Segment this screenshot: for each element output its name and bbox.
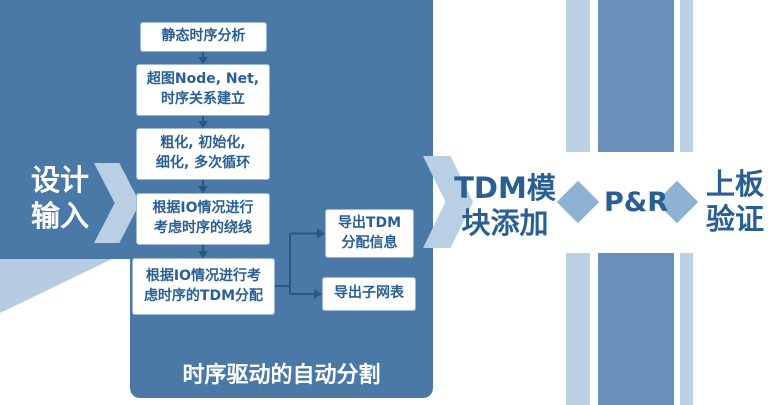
branch-connector xyxy=(275,228,325,299)
flow-step: 超图Node, Net, 时序关系建立 xyxy=(136,64,270,116)
stage-band xyxy=(566,0,590,152)
stage-tdm-label: TDM模 块添加 xyxy=(454,171,556,240)
stage-band xyxy=(566,253,590,405)
stage-band xyxy=(598,0,674,152)
flow-step: 根据IO情况进行 考虑时序的绕线 xyxy=(136,193,270,245)
down-arrow-icon xyxy=(202,180,204,187)
output-box: 导出TDM 分配信息 xyxy=(325,209,414,258)
stage-pnr-label: P&R xyxy=(603,187,669,218)
down-arrowhead-icon xyxy=(198,186,208,193)
flow-step: 粗化, 初始化, 细化, 多次循环 xyxy=(136,128,270,180)
stage-design-input-label: 设计 输入 xyxy=(30,163,89,234)
stage-band xyxy=(598,253,674,405)
down-arrowhead-icon xyxy=(198,121,208,128)
down-arrow-icon xyxy=(202,52,204,58)
stage-band xyxy=(680,0,693,152)
down-arrow-icon xyxy=(202,245,204,252)
down-arrowhead-icon xyxy=(198,57,208,64)
flow-title: 时序驱动的自动分割 xyxy=(182,363,381,388)
flow-step: 根据IO情况进行考 虑时序的TDM分配 xyxy=(132,258,275,315)
output-box: 导出子网表 xyxy=(322,277,416,311)
stage-board-label: 上板 验证 xyxy=(705,167,764,236)
flow-step: 静态时序分析 xyxy=(140,22,267,52)
ribbon-fold xyxy=(0,259,112,313)
down-arrowhead-icon xyxy=(198,251,208,258)
stage-band xyxy=(680,253,693,405)
down-arrow-icon xyxy=(202,116,204,122)
